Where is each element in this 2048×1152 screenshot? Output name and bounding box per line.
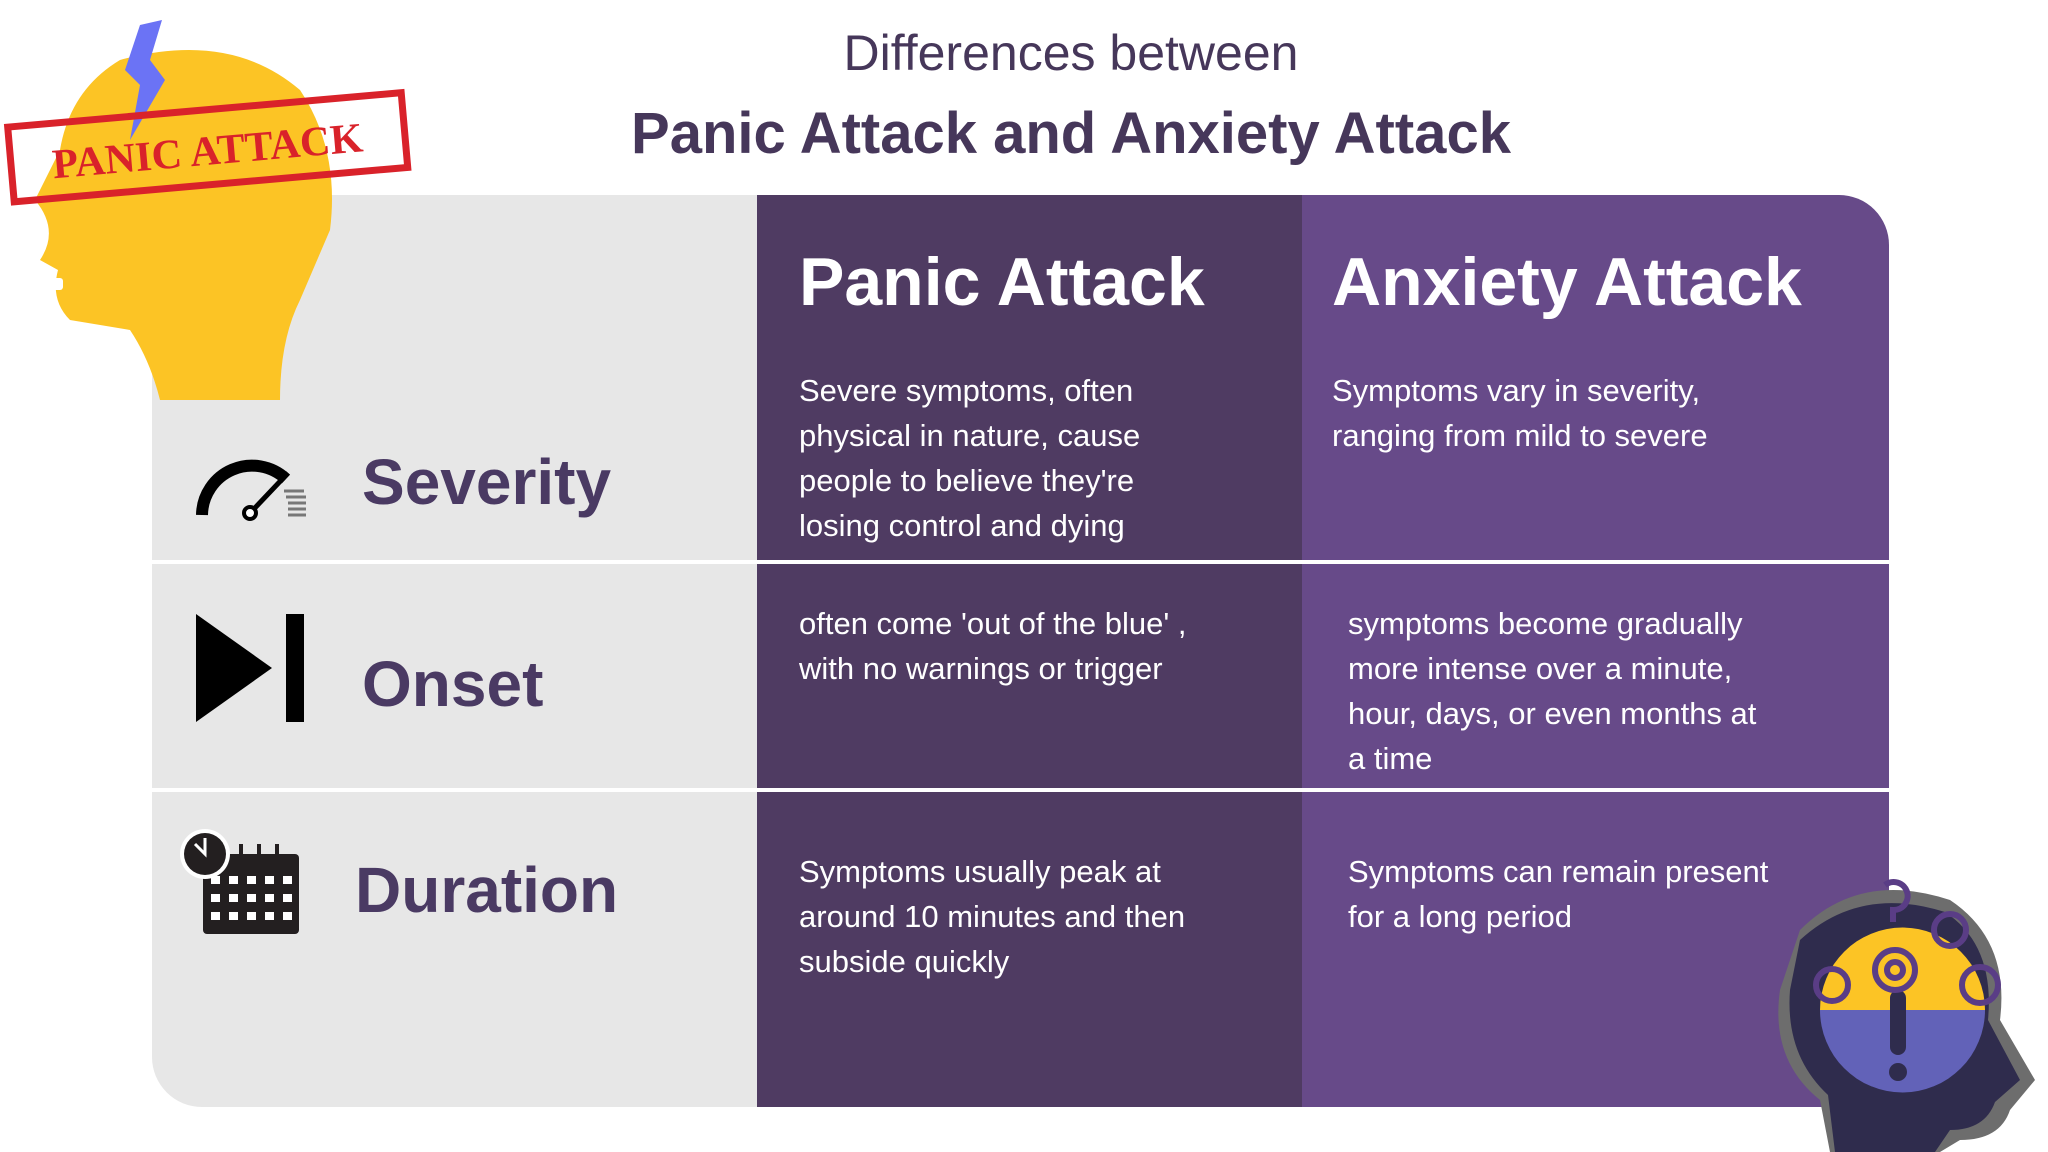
- text-line: hour, days, or even months at: [1348, 696, 1757, 731]
- text-line: physical in nature, cause: [799, 418, 1141, 453]
- skip-forward-icon: [196, 614, 304, 722]
- row-label-severity: Severity: [362, 446, 612, 518]
- row-divider: [152, 560, 1889, 564]
- text-line: with no warnings or trigger: [799, 651, 1163, 686]
- text-line: often come 'out of the blue' ,: [799, 606, 1187, 641]
- text-line: a time: [1348, 741, 1433, 776]
- row-divider: [152, 788, 1889, 792]
- header-panic-attack: Panic Attack: [799, 244, 1205, 320]
- panic-column: [757, 195, 1302, 1107]
- panic-head-illustration: PANIC ATTACK: [3, 20, 412, 400]
- text-line: losing control and dying: [799, 508, 1125, 543]
- anxiety-column: [1302, 195, 1889, 1107]
- row-label-duration: Duration: [355, 854, 619, 926]
- text-line: for a long period: [1348, 899, 1573, 934]
- text-line: Symptoms can remain present: [1348, 854, 1769, 889]
- text-line: Severe symptoms, often: [799, 373, 1134, 408]
- text-line: around 10 minutes and then: [799, 899, 1186, 934]
- text-line: subside quickly: [799, 944, 1010, 979]
- text-line: Symptoms usually peak at: [799, 854, 1161, 889]
- header-anxiety-attack: Anxiety Attack: [1332, 244, 1802, 320]
- onset-panic-text: often come 'out of the blue' , with no w…: [799, 601, 1187, 691]
- text-line: symptoms become gradually: [1348, 606, 1743, 641]
- comparison-table: Panic Attack Anxiety Attack Severity Sev…: [152, 195, 1889, 1107]
- severity-panic-text: Severe symptoms, often physical in natur…: [799, 368, 1140, 548]
- text-line: more intense over a minute,: [1348, 651, 1733, 686]
- severity-anxiety-text: Symptoms vary in severity, ranging from …: [1332, 368, 1708, 458]
- text-line: ranging from mild to severe: [1332, 418, 1708, 453]
- duration-panic-text: Symptoms usually peak at around 10 minut…: [799, 849, 1185, 984]
- onset-anxiety-text: symptoms become gradually more intense o…: [1348, 601, 1756, 781]
- anxious-head-illustration: [1778, 879, 2035, 1152]
- title-line1: Differences between: [843, 25, 1299, 81]
- duration-anxiety-text: Symptoms can remain present for a long p…: [1348, 849, 1768, 939]
- row-label-onset: Onset: [362, 648, 544, 720]
- calendar-clock-icon: [180, 829, 299, 934]
- text-line: Symptoms vary in severity,: [1332, 373, 1701, 408]
- page-title: Panic Attack and Anxiety Attack: [631, 101, 1511, 166]
- text-line: people to believe they're: [799, 463, 1135, 498]
- speedometer-icon: [196, 459, 306, 521]
